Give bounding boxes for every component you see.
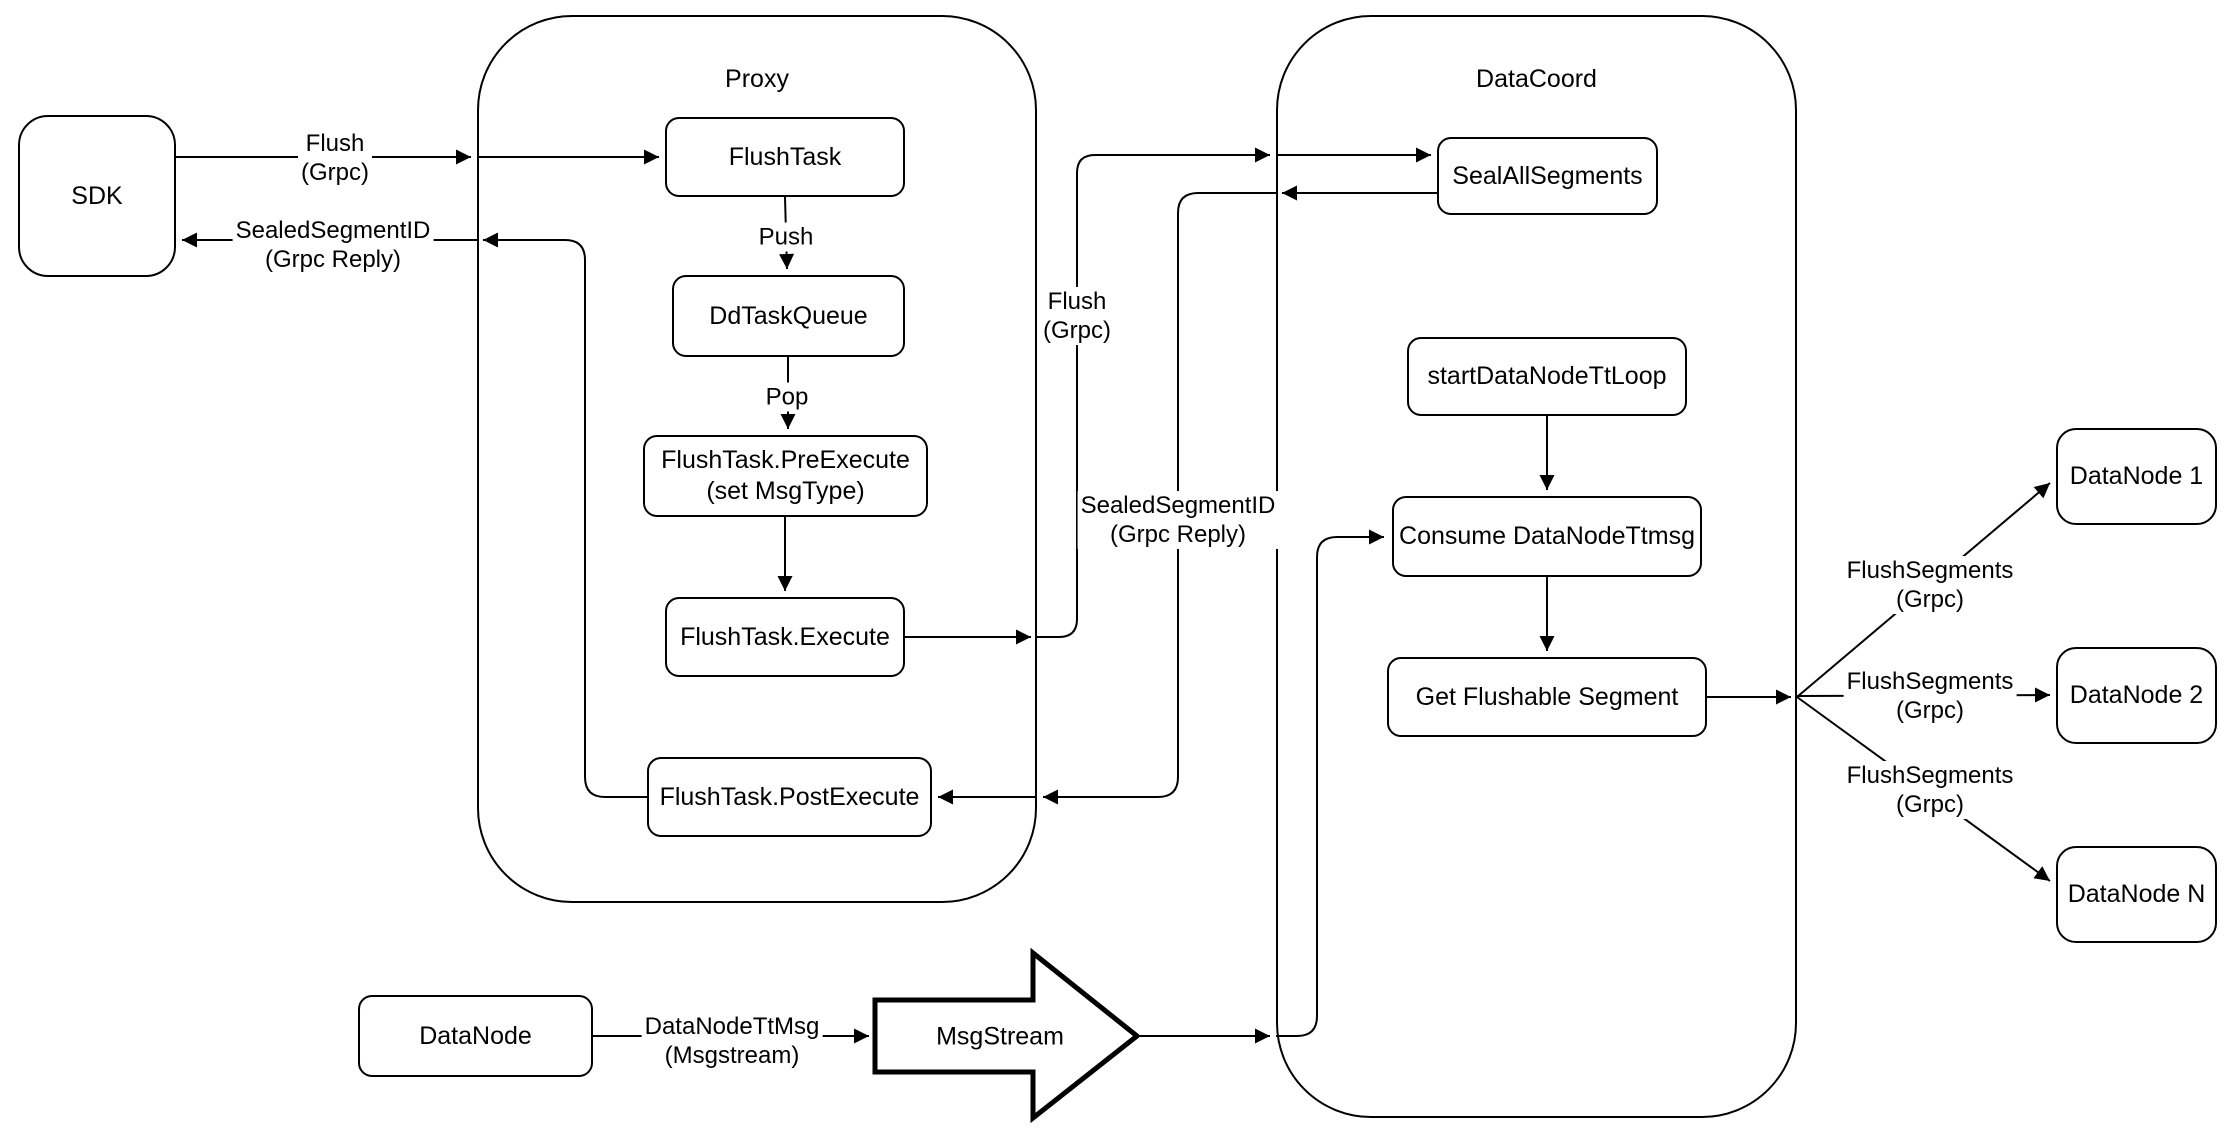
proxy-container-label: Proxy	[725, 65, 789, 93]
node-data-node-1: DataNode 1	[2056, 428, 2217, 525]
node-flush-task-post-execute: FlushTask.PostExecute	[647, 757, 932, 837]
msgstream-arrow-shape	[872, 947, 1142, 1124]
edge-label-flush-grpc-mid: Flush (Grpc)	[1040, 287, 1114, 345]
datacoord-container-label: DataCoord	[1476, 65, 1597, 93]
node-seal-all-segments: SealAllSegments	[1437, 137, 1658, 215]
edge-label-sealed-segment-id-mid: SealedSegmentID (Grpc Reply)	[1077, 491, 1279, 549]
node-flush-task-pre-execute: FlushTask.PreExecute (set MsgType)	[643, 435, 928, 517]
node-data-node-2: DataNode 2	[2056, 647, 2217, 744]
node-data-node-n: DataNode N	[2056, 846, 2217, 943]
datacoord-container: DataCoord	[1276, 15, 1797, 1118]
edge-label-push: Push	[755, 222, 817, 252]
node-data-node: DataNode	[358, 995, 593, 1077]
edge-label-flush-segments-2: FlushSegments (Grpc)	[1843, 667, 2017, 725]
edge-label-flush-segments-1: FlushSegments (Grpc)	[1843, 556, 2017, 614]
node-consume-data-node-ttmsg: Consume DataNodeTtmsg	[1392, 496, 1702, 577]
node-sdk: SDK	[18, 115, 176, 277]
msgstream-label: MsgStream	[936, 1022, 1064, 1051]
edge-postexecute-to-proxy-border	[483, 232, 647, 798]
edge-label-sealed-segment-id-left: SealedSegmentID (Grpc Reply)	[232, 216, 434, 274]
edge-label-data-node-tt-msg: DataNodeTtMsg (Msgstream)	[641, 1012, 823, 1070]
node-start-data-node-tt-loop: startDataNodeTtLoop	[1407, 337, 1687, 416]
edge-flush-up-to-datacoord	[1037, 147, 1270, 638]
node-flush-task: FlushTask	[665, 117, 905, 197]
node-flush-task-execute: FlushTask.Execute	[665, 597, 905, 677]
node-dd-task-queue: DdTaskQueue	[672, 275, 905, 357]
node-get-flushable-segment: Get Flushable Segment	[1387, 657, 1707, 737]
edge-label-flush-grpc-left: Flush (Grpc)	[298, 129, 372, 187]
proxy-container: Proxy	[477, 15, 1037, 903]
edge-label-flush-segments-3: FlushSegments (Grpc)	[1843, 761, 2017, 819]
edge-label-pop: Pop	[762, 382, 812, 412]
